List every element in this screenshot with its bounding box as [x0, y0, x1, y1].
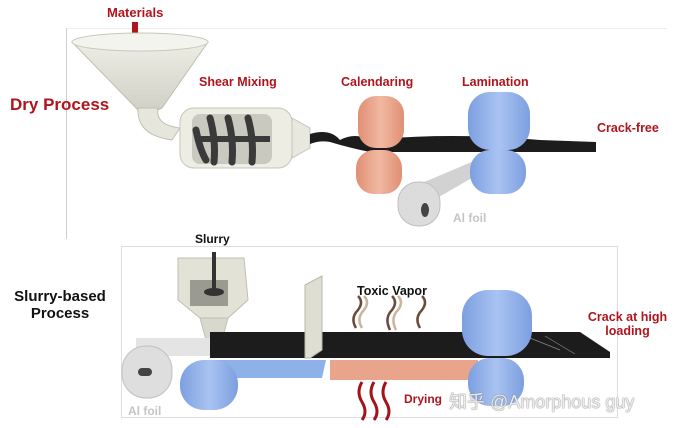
shear-mixer-icon — [179, 107, 311, 169]
toxic-vapor-icon — [352, 295, 427, 331]
dry-al-foil-label: Al foil — [453, 211, 487, 225]
coater-bed — [210, 360, 326, 378]
slurry-process-label: Slurry-based Process — [14, 288, 106, 322]
calendaring-rolls-icon — [356, 96, 404, 194]
watermark: 知乎 @Amorphous guy — [449, 392, 635, 412]
crack-high-loading-label: Crack at high loading — [587, 310, 668, 338]
slurry-drive-roll-icon — [180, 360, 238, 410]
shear-mixing-label: Shear Mixing — [199, 75, 277, 89]
drying-bed — [330, 360, 478, 380]
hopper-funnel-icon — [70, 32, 209, 141]
doctor-blade — [304, 275, 323, 359]
dry-process-label: Dry Process — [10, 95, 110, 114]
crack-free-label: Crack-free — [597, 121, 659, 135]
slurry-al-foil-roll-icon — [121, 345, 173, 399]
lamination-label: Lamination — [462, 75, 529, 89]
slurry-label: Slurry — [195, 232, 230, 246]
toxic-vapor-label: Toxic Vapor — [357, 284, 427, 298]
dry-electrode-film — [310, 132, 596, 152]
materials-label: Materials — [107, 5, 164, 20]
lamination-rolls-icon — [468, 92, 530, 194]
slurry-al-foil-label: Al foil — [128, 404, 162, 418]
slurry-electrode-film — [210, 332, 610, 358]
calendaring-label: Calendaring — [341, 75, 414, 89]
drying-label: Drying — [404, 392, 443, 406]
slurry-tank-icon — [177, 252, 249, 341]
drying-heat-icon — [357, 381, 391, 421]
dry-process-frame — [66, 28, 667, 239]
slurry-press-rolls-icon — [462, 290, 532, 406]
slurry-process-frame — [121, 246, 618, 418]
